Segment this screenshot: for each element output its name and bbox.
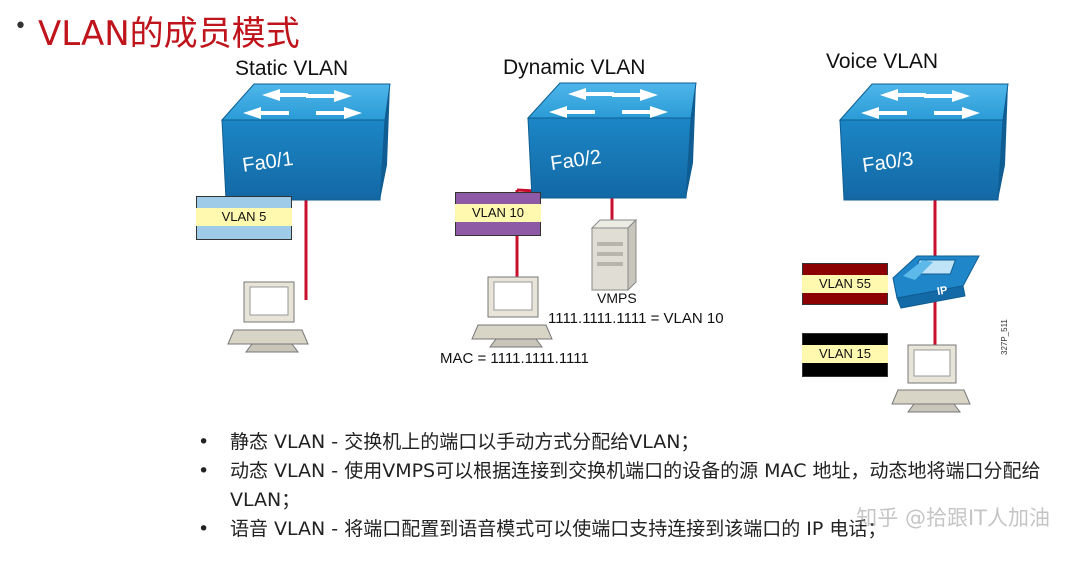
- computer-icon: [471, 276, 553, 348]
- bullet-marker: •: [198, 460, 210, 482]
- slide-title: VLAN的成员模式: [38, 14, 300, 54]
- watermark: 知乎 @拾跟IT人加油: [856, 506, 1050, 530]
- bullet-list: • 静态 VLAN - 交换机上的端口以手动方式分配给VLAN； • 动态 VL…: [198, 428, 1060, 544]
- vlan-tag-label: VLAN 10: [455, 204, 541, 222]
- bullet-text: 静态 VLAN - 交换机上的端口以手动方式分配给VLAN；: [230, 431, 700, 453]
- server-icon: [590, 218, 638, 292]
- bullet-marker: •: [198, 518, 210, 540]
- vlan-tag-label: VLAN 55: [802, 275, 888, 293]
- vlan-tag: VLAN 15: [802, 333, 888, 377]
- vmps-mapping: 1111.1111.1111 = VLAN 10: [548, 310, 724, 327]
- vlan-tag: VLAN 5: [196, 196, 292, 240]
- bullet-text: 动态 VLAN - 使用VMPS可以根据连接到交换机端口的设备的源 MAC 地址…: [230, 460, 1041, 511]
- bullet-marker: •: [198, 431, 210, 453]
- mac-label: MAC = 1111.1111.1111: [440, 350, 589, 367]
- ip-phone-icon: IP: [892, 255, 980, 309]
- vlan-tag-label: VLAN 5: [196, 208, 292, 226]
- voice-vlan-title: Voice VLAN: [826, 50, 939, 73]
- vlan-tag: VLAN 55: [802, 263, 888, 305]
- switch-icon: Fa0/1: [220, 83, 391, 201]
- static-vlan-title: Static VLAN: [235, 57, 349, 80]
- figure-code: 327P_511: [1000, 319, 1009, 355]
- switch-icon: Fa0/3: [838, 83, 1009, 201]
- computer-icon: [227, 281, 309, 353]
- vmps-label: VMPS: [597, 290, 637, 306]
- bullet-item: • 静态 VLAN - 交换机上的端口以手动方式分配给VLAN；: [198, 428, 1060, 457]
- title-bullet: •: [14, 14, 27, 39]
- switch-icon: Fa0/2: [526, 82, 697, 199]
- ip-label: IP: [936, 284, 948, 298]
- vlan-tag: VLAN 10: [455, 192, 541, 236]
- computer-icon: [891, 344, 971, 413]
- bullet-item: • 动态 VLAN - 使用VMPS可以根据连接到交换机端口的设备的源 MAC …: [198, 457, 1060, 515]
- dynamic-vlan-title: Dynamic VLAN: [503, 56, 646, 79]
- bullet-text: 语音 VLAN - 将端口配置到语音模式可以使端口支持连接到该端口的 IP 电话…: [230, 518, 887, 540]
- bullet-item: • 语音 VLAN - 将端口配置到语音模式可以使端口支持连接到该端口的 IP …: [198, 515, 1060, 544]
- vlan-tag-label: VLAN 15: [802, 345, 888, 363]
